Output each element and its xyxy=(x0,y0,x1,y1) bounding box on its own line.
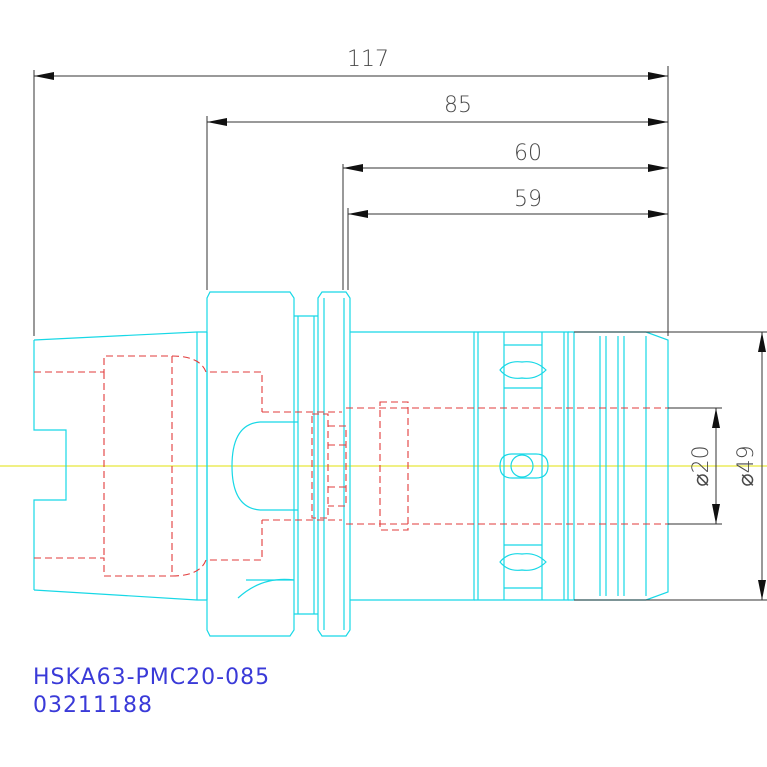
hsk-taper-shank xyxy=(33,331,207,601)
flange-collar xyxy=(206,291,351,637)
dim-length-85: 85 xyxy=(444,93,472,118)
part-number: 03211188 xyxy=(33,693,153,718)
dim-overall-length: 117 xyxy=(347,47,389,72)
dim-diameter-49: ⌀49 xyxy=(734,445,759,486)
part-label-block: HSKA63-PMC20-085 03211188 xyxy=(33,664,270,720)
dim-length-59: 59 xyxy=(514,187,542,212)
dimension-lines xyxy=(33,66,767,601)
hidden-internal-bore xyxy=(34,355,668,577)
dim-length-60: 60 xyxy=(514,141,542,166)
dim-diameter-20: ⌀20 xyxy=(689,445,714,486)
collet-chuck-body xyxy=(350,331,569,601)
part-designation: HSKA63-PMC20-085 xyxy=(33,665,271,690)
